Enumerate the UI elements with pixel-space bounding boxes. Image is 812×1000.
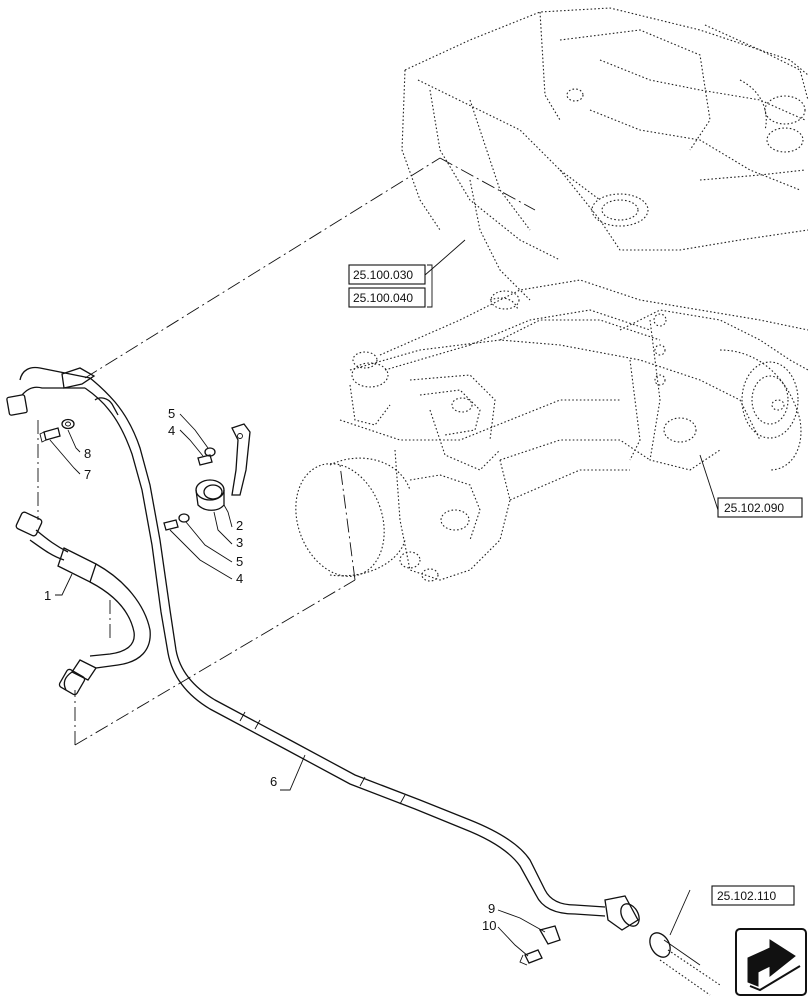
svg-text:25.102.090: 25.102.090 (724, 501, 784, 515)
bolt-7 (43, 427, 61, 441)
callout-3: 3 (236, 535, 243, 550)
pipe-part-6 (84, 377, 606, 917)
callout-4-lower: 4 (236, 571, 243, 586)
bracket-2 (231, 423, 251, 496)
washer-8 (61, 418, 75, 430)
alignment-phantom-lines (37, 157, 536, 746)
svg-text:25.100.030: 25.100.030 (353, 268, 413, 282)
callout-5-lower: 5 (236, 554, 243, 569)
svg-text:25.100.040: 25.100.040 (353, 291, 413, 305)
section-ref-25-100-040[interactable]: 25.100.040 (348, 287, 426, 308)
bolt-10 (524, 949, 543, 964)
leader-lines (49, 239, 719, 957)
callout-7: 7 (84, 467, 91, 482)
svg-text:25.102.110: 25.102.110 (717, 889, 776, 903)
callout-10: 10 (482, 918, 496, 933)
callout-1: 1 (44, 588, 51, 603)
ref-bracket (427, 264, 433, 308)
callout-6: 6 (270, 774, 277, 789)
callout-2: 2 (236, 518, 243, 533)
axle-assembly (295, 7, 809, 582)
callout-8: 8 (84, 446, 91, 461)
callout-4-upper: 4 (168, 423, 175, 438)
hose-part-1 (15, 511, 151, 696)
section-ref-25-102-110[interactable]: 25.102.110 (711, 885, 795, 906)
part-callouts: 1 2 3 4 5 5 4 6 7 8 9 10 (44, 406, 496, 933)
section-ref-25-102-090[interactable]: 25.102.090 (717, 497, 803, 518)
section-ref-25-100-030[interactable]: 25.100.030 (348, 264, 426, 285)
callout-9: 9 (488, 901, 495, 916)
pipe-upper-end (6, 366, 119, 416)
arrow-icon[interactable] (735, 928, 807, 996)
callout-5-upper: 5 (168, 406, 175, 421)
clip-9 (539, 925, 561, 945)
